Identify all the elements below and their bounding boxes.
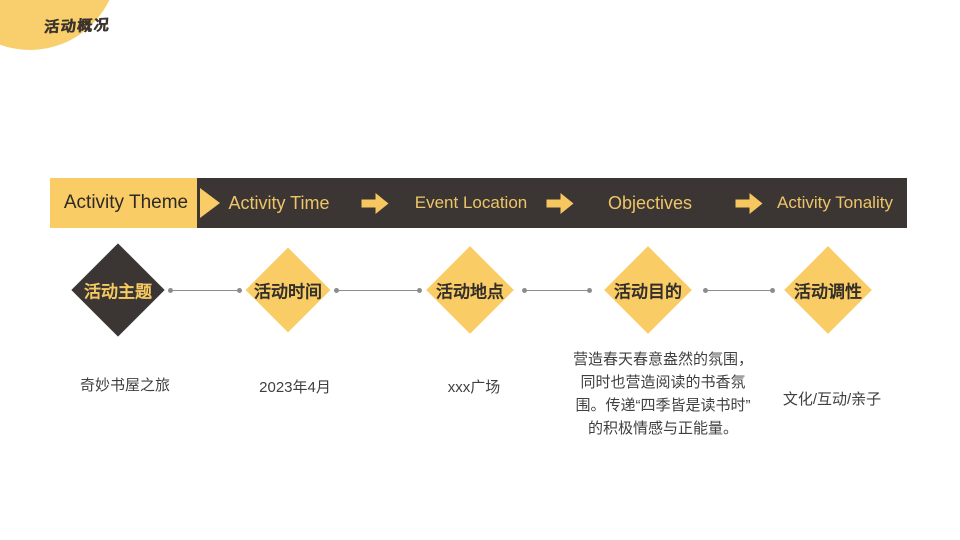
banner-segment-activity-theme: Activity Theme bbox=[63, 192, 189, 213]
detail-activity-tonality: 文化/互动/亲子 bbox=[782, 391, 882, 408]
arrow-right-icon bbox=[735, 193, 763, 219]
arrow-right-icon bbox=[546, 193, 574, 219]
connector-line bbox=[703, 288, 775, 293]
detail-activity-theme: 奇妙书屋之旅 bbox=[79, 377, 171, 394]
diamond-label: 活动地点 bbox=[436, 282, 504, 302]
connector-line bbox=[334, 288, 422, 293]
detail-activity-time: 2023年4月 bbox=[259, 379, 331, 396]
banner-segment-objectives: Objectives bbox=[607, 193, 693, 213]
diamond-label: 活动调性 bbox=[794, 282, 862, 302]
page-title: 活动概况 bbox=[43, 16, 111, 37]
detail-event-location: xxx广场 bbox=[447, 379, 501, 396]
stage-banner: Activity Theme Activity Time Event Locat… bbox=[50, 178, 907, 228]
banner-segment-event-location: Event Location bbox=[414, 193, 528, 212]
chevron-right-icon bbox=[200, 188, 220, 218]
diamond-label: 活动目的 bbox=[614, 282, 682, 302]
connector-line bbox=[522, 288, 592, 293]
connector-line bbox=[168, 288, 242, 293]
banner-segment-activity-tonality: Activity Tonality bbox=[777, 193, 893, 212]
banner-segment-activity-time: Activity Time bbox=[228, 193, 330, 213]
diamond-label: 活动时间 bbox=[254, 282, 322, 302]
arrow-right-icon bbox=[361, 193, 389, 219]
detail-objectives: 营造春天春意盎然的氛围， 同时也营造阅读的书香氛 围。传递“四季皆是读书时” 的… bbox=[572, 351, 753, 437]
diamond-label: 活动主题 bbox=[84, 282, 152, 302]
banner-highlight bbox=[50, 178, 197, 228]
